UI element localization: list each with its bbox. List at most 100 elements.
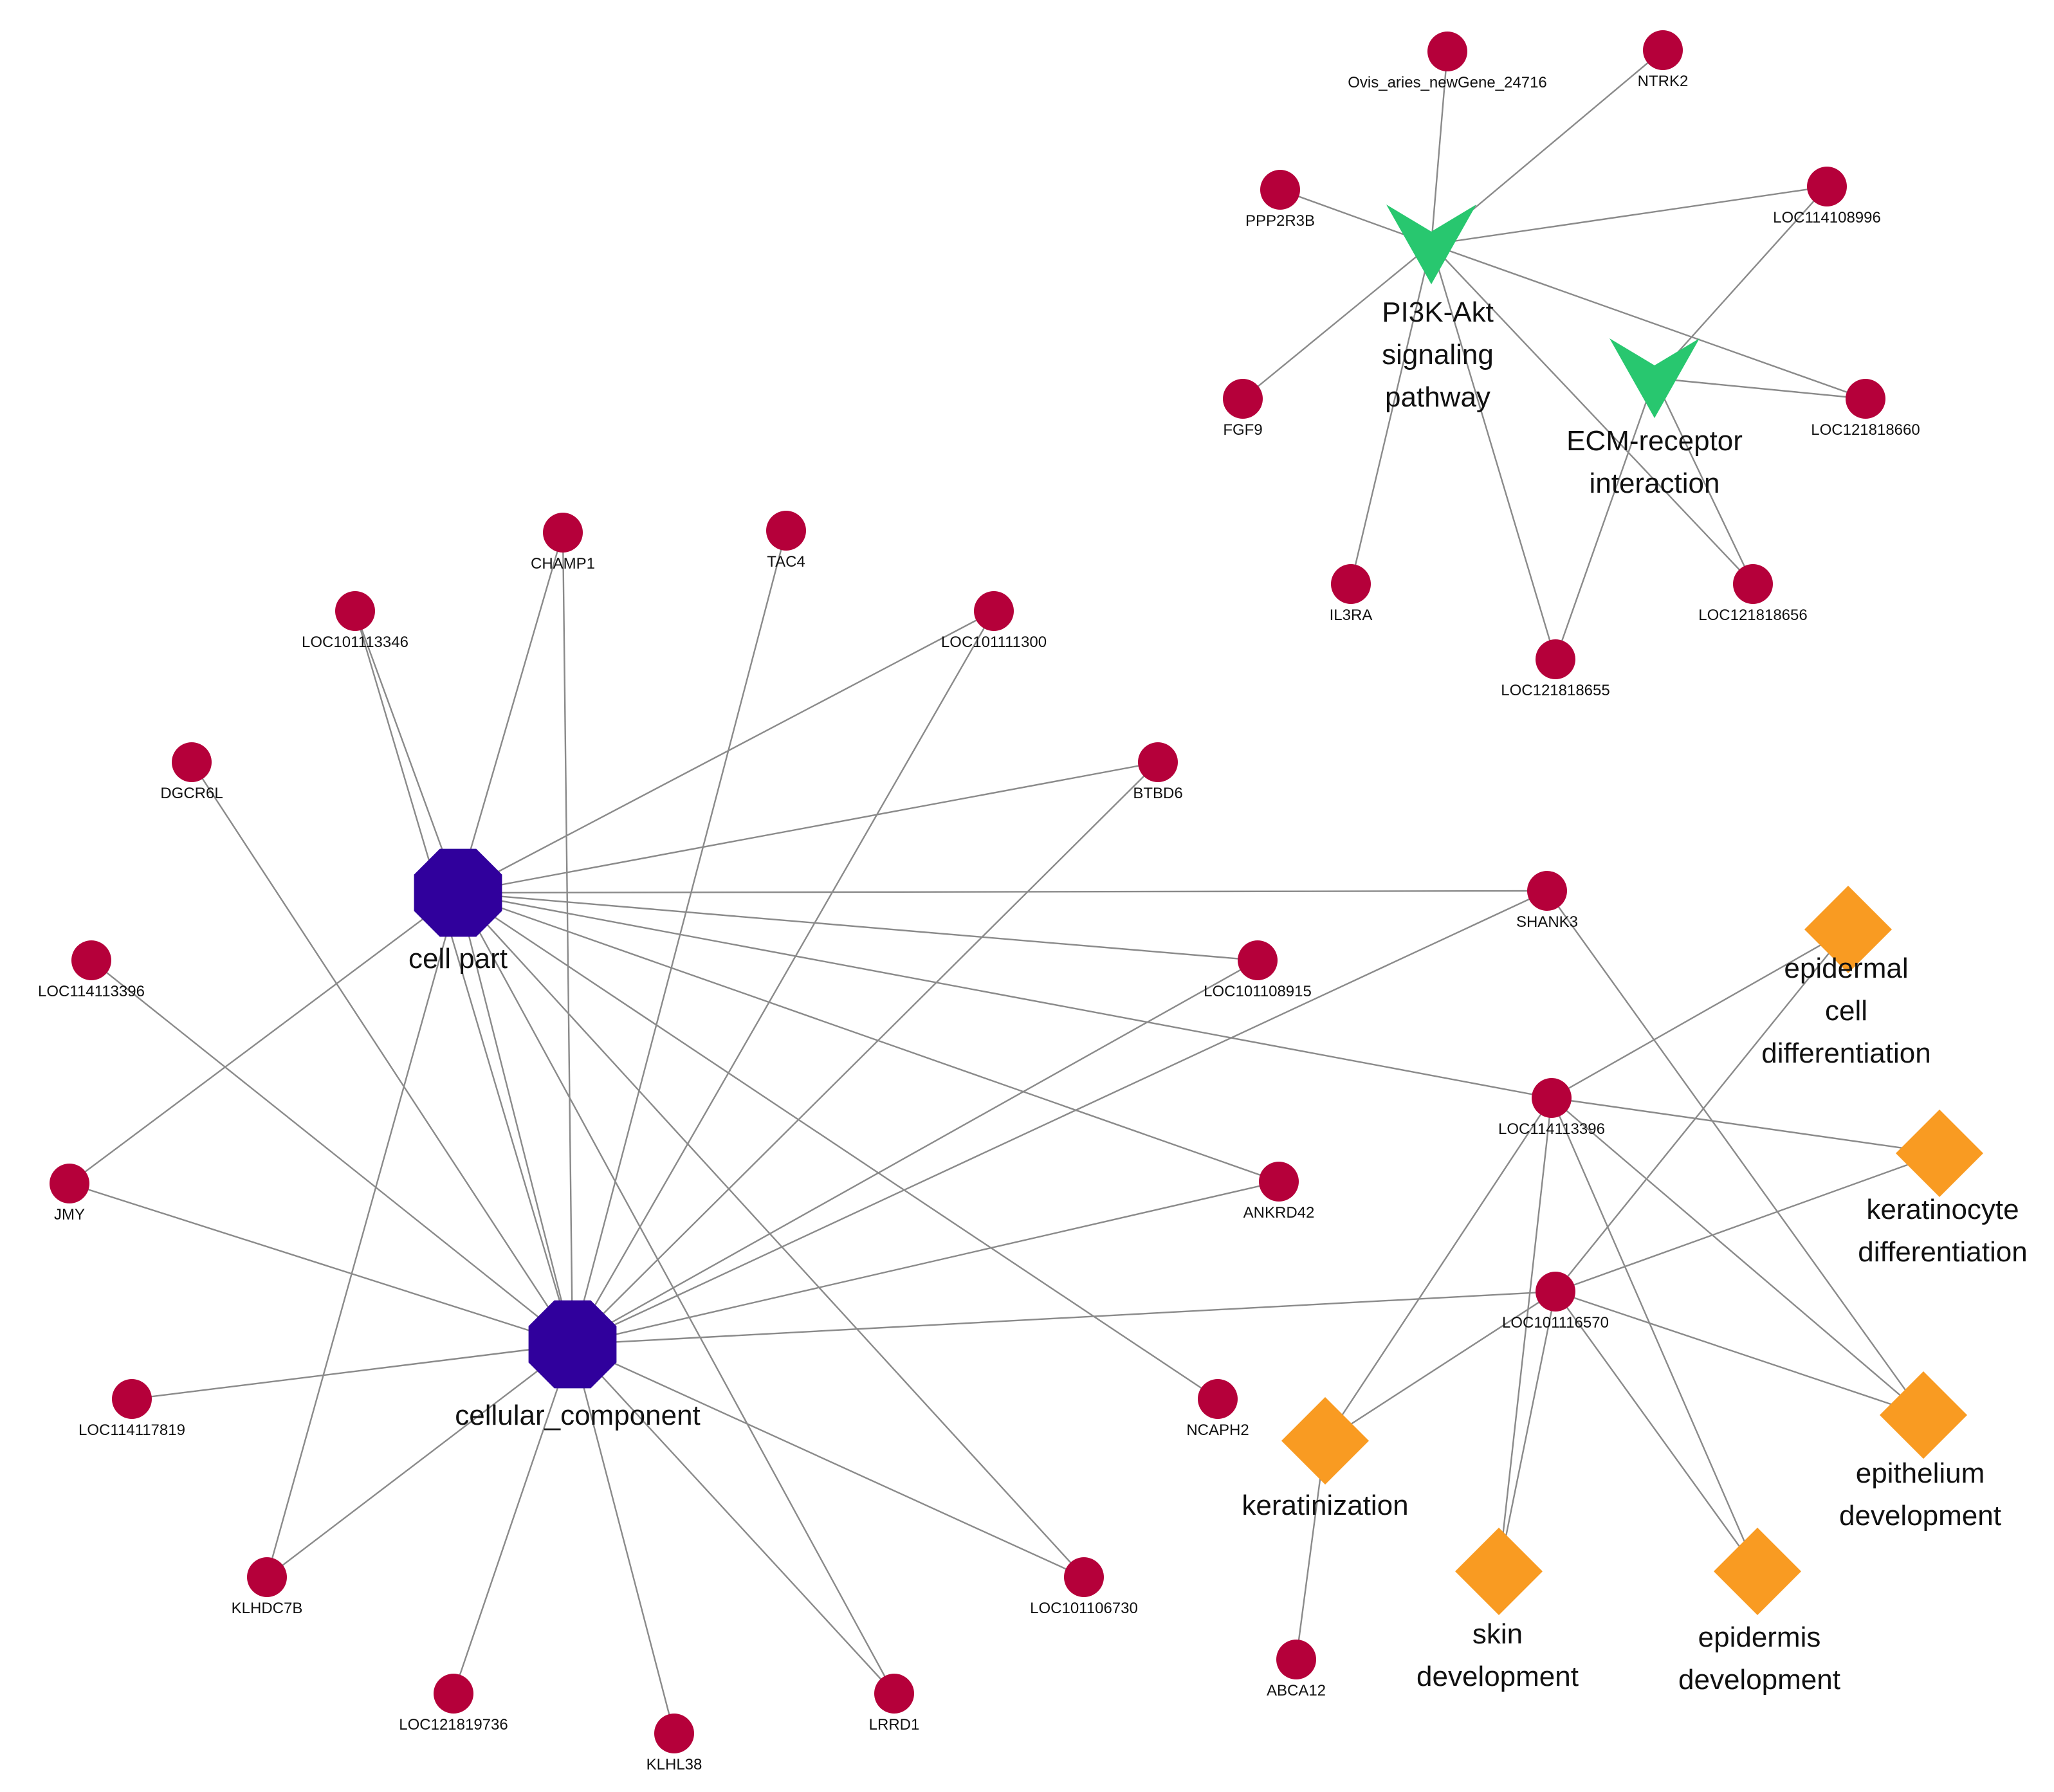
term-node-epidermis_dev[interactable] xyxy=(1714,1528,1801,1615)
gene-node-champ1[interactable] xyxy=(543,513,583,553)
edge-loc114113396a-cellular_component xyxy=(91,960,573,1345)
gene-node-loc101111300[interactable] xyxy=(974,591,1014,631)
gene-node-dgcr6l[interactable] xyxy=(172,742,212,782)
term-label-line: epidermal xyxy=(1784,953,1908,984)
term-label-line: pathway xyxy=(1385,381,1490,413)
edge-loc121818660-pi3k xyxy=(1431,243,1866,400)
edge-loc101113346-cellular_component xyxy=(354,610,574,1345)
term-node-ecm[interactable] xyxy=(1609,338,1700,418)
edge-tac4-cellular_component xyxy=(571,530,787,1345)
gene-label-loc114113396b: LOC114113396 xyxy=(1498,1120,1605,1138)
edge-loc114113396b-epidermal_cell_diff xyxy=(1551,928,1849,1099)
gene-label-dgcr6l: DGCR6L xyxy=(160,785,223,802)
term-node-pi3k[interactable] xyxy=(1386,205,1476,284)
gene-node-loc114117819[interactable] xyxy=(112,1379,152,1419)
term-label-line: signaling xyxy=(1382,339,1494,370)
edge-loc121818656-pi3k xyxy=(1431,244,1754,585)
gene-node-jmy[interactable] xyxy=(50,1164,89,1203)
gene-node-ppp2r3b[interactable] xyxy=(1260,170,1300,210)
gene-node-loc114113396a[interactable] xyxy=(71,940,111,980)
gene-label-ppp2r3b: PPP2R3B xyxy=(1245,212,1315,230)
term-node-epidermal_cell_diff[interactable] xyxy=(1804,886,1892,973)
edge-klhdc7b-cellular_component xyxy=(266,1344,573,1578)
gene-label-lrrd1: LRRD1 xyxy=(869,1716,920,1733)
gene-label-loc101116570: LOC101116570 xyxy=(1502,1314,1609,1331)
edge-loc114113396b-keratinization xyxy=(1324,1097,1553,1441)
term-node-cellular_component[interactable] xyxy=(528,1300,617,1389)
edge-loc121818656-ecm xyxy=(1653,378,1754,585)
gene-label-loc121818656: LOC121818656 xyxy=(1698,607,1807,624)
term-label-line: cell xyxy=(1825,995,1867,1027)
gene-node-ankrd42[interactable] xyxy=(1259,1162,1299,1202)
gene-node-tac4[interactable] xyxy=(766,511,806,551)
edge-champ1-cellular_component xyxy=(562,532,574,1345)
edge-loc121819736-cellular_component xyxy=(452,1344,574,1694)
gene-node-shank3[interactable] xyxy=(1527,871,1567,911)
term-label-line: keratinization xyxy=(1242,1490,1408,1521)
gene-node-ovis[interactable] xyxy=(1427,32,1467,71)
term-label-pi3k: PI3K-Akt signaling pathway xyxy=(1382,297,1494,413)
gene-node-loc101113346[interactable] xyxy=(335,591,375,631)
edge-loc101116570-skin_dev xyxy=(1498,1291,1557,1572)
gene-label-ntrk2: NTRK2 xyxy=(1638,73,1689,90)
gene-node-loc121818656[interactable] xyxy=(1733,564,1773,604)
edge-loc121818655-ecm xyxy=(1554,378,1656,660)
term-node-keratinocyte_diff[interactable] xyxy=(1896,1110,1983,1197)
term-node-epithelium_dev[interactable] xyxy=(1880,1371,1967,1459)
gene-label-loc114113396a: LOC114113396 xyxy=(38,983,145,1000)
gene-node-loc121818655[interactable] xyxy=(1536,639,1575,679)
edge-shank3-cellular_component xyxy=(572,890,1548,1346)
edge-loc101116570-keratinocyte_diff xyxy=(1555,1152,1940,1293)
term-label-keratinization: keratinization xyxy=(1242,1490,1408,1521)
edge-loc101116570-epidermis_dev xyxy=(1555,1291,1758,1572)
gene-node-loc121819736[interactable] xyxy=(434,1674,473,1714)
gene-label-il3ra: IL3RA xyxy=(1330,607,1373,624)
edge-loc114113396b-epidermis_dev xyxy=(1550,1097,1759,1572)
term-label-line: cellular_component xyxy=(455,1400,701,1431)
gene-label-klhl38: KLHL38 xyxy=(646,1756,702,1773)
gene-label-loc101113346: LOC101113346 xyxy=(302,634,408,651)
edge-fgf9-pi3k xyxy=(1242,244,1432,399)
gene-node-klhdc7b[interactable] xyxy=(247,1557,287,1597)
gene-label-loc121819736: LOC121819736 xyxy=(399,1716,508,1733)
gene-node-klhl38[interactable] xyxy=(654,1714,694,1753)
edge-loc114108996-pi3k xyxy=(1431,185,1828,246)
gene-node-abca12[interactable] xyxy=(1276,1640,1316,1679)
gene-label-btbd6: BTBD6 xyxy=(1133,785,1182,802)
gene-label-loc114108996: LOC114108996 xyxy=(1773,209,1881,226)
edge-champ1-cell_part xyxy=(457,532,564,893)
term-node-skin_dev[interactable] xyxy=(1455,1528,1543,1615)
edge-klhl38-cellular_component xyxy=(571,1344,675,1734)
edge-ankrd42-cellular_component xyxy=(572,1180,1279,1346)
edge-il3ra-pi3k xyxy=(1350,244,1433,585)
term-label-line: interaction xyxy=(1589,468,1719,499)
gene-node-loc101108915[interactable] xyxy=(1238,940,1278,980)
gene-node-loc101116570[interactable] xyxy=(1536,1272,1575,1312)
gene-node-loc114113396b[interactable] xyxy=(1532,1078,1572,1118)
gene-node-loc101106730[interactable] xyxy=(1064,1557,1104,1597)
edge-ovis-pi3k xyxy=(1430,51,1449,245)
edge-jmy-cellular_component xyxy=(69,1182,573,1346)
edge-loc101106730-cellular_component xyxy=(572,1343,1085,1578)
gene-node-fgf9[interactable] xyxy=(1223,379,1263,419)
term-label-line: PI3K-Akt xyxy=(1382,297,1494,328)
gene-node-ntrk2[interactable] xyxy=(1643,30,1683,70)
gene-node-ncaph2[interactable] xyxy=(1198,1379,1238,1419)
gene-node-loc121818660[interactable] xyxy=(1846,379,1885,419)
term-label-line: development xyxy=(1678,1664,1840,1696)
gene-label-loc121818660: LOC121818660 xyxy=(1811,421,1920,439)
edge-loc101108915-cell_part xyxy=(457,891,1258,962)
term-node-cell_part[interactable] xyxy=(414,848,502,937)
gene-node-lrrd1[interactable] xyxy=(874,1674,914,1714)
gene-node-btbd6[interactable] xyxy=(1138,742,1178,782)
edge-lrrd1-cell_part xyxy=(457,892,895,1694)
gene-label-ncaph2: NCAPH2 xyxy=(1186,1422,1249,1439)
term-node-keratinization[interactable] xyxy=(1281,1397,1369,1485)
gene-node-il3ra[interactable] xyxy=(1331,564,1371,604)
edge-loc114117819-cellular_component xyxy=(131,1343,573,1400)
gene-node-loc114108996[interactable] xyxy=(1807,167,1847,206)
